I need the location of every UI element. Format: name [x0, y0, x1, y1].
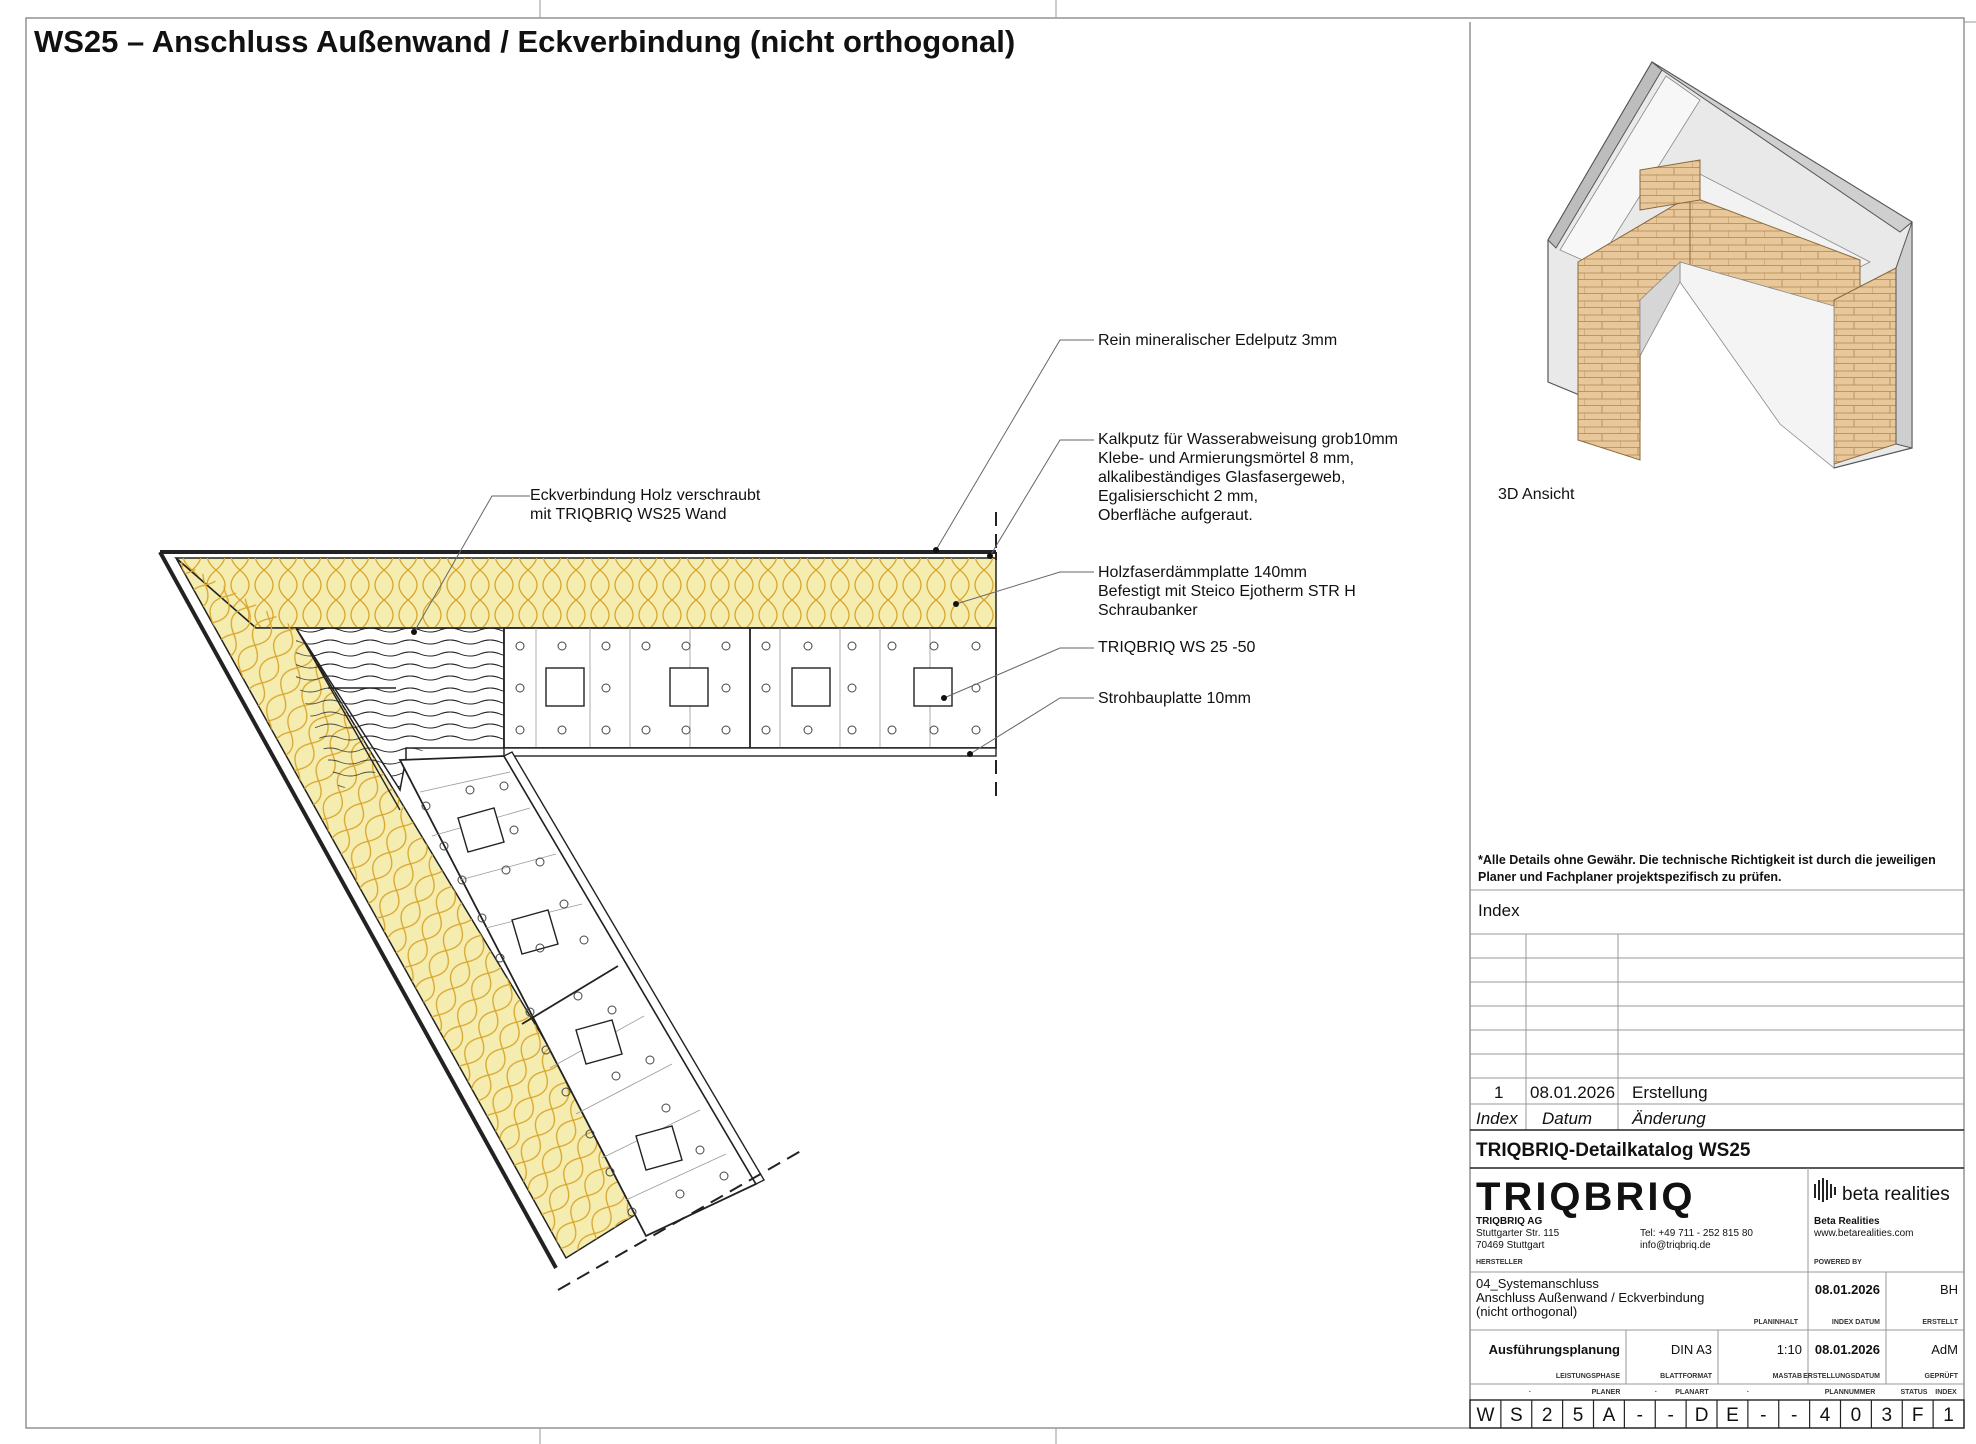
plan-code-char: 0 [1851, 1405, 1862, 1426]
svg-text:·: · [1747, 1389, 1749, 1396]
index-heading: Index [1478, 901, 1520, 920]
index-header-date: Datum [1542, 1109, 1592, 1128]
plan-index-date-label: INDEX DATUM [1832, 1319, 1880, 1326]
scale-value: 1:10 [1777, 1342, 1802, 1357]
format-label: BLATTFORMAT [1660, 1373, 1713, 1380]
plan-code-char: - [1791, 1405, 1797, 1426]
3d-view-label: 3D Ansicht [1498, 486, 1575, 503]
beta-realities-icon [1814, 1178, 1836, 1202]
plan-creator: BH [1940, 1282, 1958, 1297]
label-triqbriq: TRIQBRIQ WS 25 -50 [1098, 639, 1255, 656]
label-holzfaser-1: Holzfaserdämmplatte 140mm [1098, 564, 1307, 581]
manufacturer-street: Stuttgarter Str. 115 [1476, 1228, 1560, 1239]
plan-code-char: - [1668, 1405, 1674, 1426]
plan-inhalt-label: PLANINHALT [1754, 1319, 1799, 1326]
disclaimer-line-2: Planer und Fachplaner projektspezifisch … [1478, 870, 1782, 884]
plan-code-char: S [1510, 1405, 1523, 1426]
plan-code-char: 4 [1820, 1405, 1831, 1426]
label-eckverbindung-2: mit TRIQBRIQ WS25 Wand [530, 506, 726, 523]
index-row-text: Erstellung [1632, 1083, 1708, 1102]
catalog-title: TRIQBRIQ-Detailkatalog WS25 [1476, 1140, 1751, 1161]
powered-url: www.betarealities.com [1813, 1228, 1913, 1239]
manufacturer-city: 70469 Stuttgart [1476, 1240, 1545, 1251]
label-kalkputz-2: Klebe- und Armierungsmörtel 8 mm, [1098, 450, 1354, 467]
phase-value: Ausführungsplanung [1489, 1342, 1620, 1357]
triqbriq-logo: TRIQBRIQ [1476, 1175, 1696, 1219]
leader-dots [411, 547, 993, 757]
plan-code-char: 1 [1943, 1405, 1954, 1426]
plan-creator-label: ERSTELLT [1922, 1319, 1958, 1326]
creation-date: 08.01.2026 [1815, 1342, 1880, 1357]
label-kalkputz-4: Egalisierschicht 2 mm, [1098, 488, 1258, 505]
label-kalkputz-3: alkalibeständiges Glasfasergeweb, [1098, 469, 1345, 486]
svg-text:INDEX: INDEX [1935, 1389, 1957, 1396]
annotations: Rein mineralischer Edelputz 3mm Kalkputz… [530, 332, 1398, 707]
svg-text:PLANER: PLANER [1592, 1389, 1621, 1396]
wall-detail [158, 512, 997, 1291]
label-eckverbindung-1: Eckverbindung Holz verschraubt [530, 487, 761, 504]
plan-code-char: 3 [1882, 1405, 1893, 1426]
disclaimer-line-1: *Alle Details ohne Gewähr. Die technisch… [1478, 853, 1936, 867]
plan-code-char: 2 [1542, 1405, 1553, 1426]
plan-code-char: - [1760, 1405, 1766, 1426]
3d-view-illustration [1547, 61, 1913, 469]
manufacturer-role: HERSTELLER [1476, 1259, 1523, 1266]
code-labels: · PLANER · PLANART · PLANNUMMER STATUS I… [1529, 1389, 1957, 1396]
index-header-nr: Index [1476, 1109, 1518, 1128]
plan-code-char: E [1726, 1405, 1739, 1426]
format-value: DIN A3 [1671, 1342, 1712, 1357]
plan-code-char: F [1912, 1405, 1924, 1426]
checked-label: GEPRÜFT [1925, 1371, 1959, 1380]
checked-value: AdM [1931, 1342, 1958, 1357]
sheet-border [25, 17, 1965, 1429]
index-header-text: Änderung [1631, 1109, 1706, 1128]
plan-code-char: W [1476, 1405, 1494, 1426]
scale-label: MASTAB [1773, 1373, 1802, 1380]
plan-code-char: - [1637, 1405, 1643, 1426]
index-row-nr: 1 [1494, 1083, 1503, 1102]
svg-text:STATUS: STATUS [1901, 1389, 1928, 1396]
label-holzfaser-2: Befestigt mit Steico Ejotherm STR H [1098, 583, 1356, 600]
triqbriq-diagonal [398, 751, 765, 1238]
label-kalkputz-5: Oberfläche aufgeraut. [1098, 507, 1253, 524]
phase-label: LEISTUNGSPHASE [1556, 1373, 1621, 1380]
plan-code-char: D [1695, 1405, 1709, 1426]
svg-text:·: · [1655, 1389, 1657, 1396]
plan-line-3: (nicht orthogonal) [1476, 1304, 1577, 1319]
plan-code-char: A [1603, 1405, 1616, 1426]
powered-role: POWERED BY [1814, 1259, 1862, 1266]
svg-text:PLANNUMMER: PLANNUMMER [1825, 1389, 1876, 1396]
plan-line-1: 04_Systemanschluss [1476, 1276, 1599, 1291]
plan-index-date: 08.01.2026 [1815, 1282, 1880, 1297]
label-holzfaser-3: Schraubanker [1098, 602, 1198, 619]
powered-name: Beta Realities [1814, 1216, 1880, 1227]
triqbriq-horizontal [503, 627, 997, 749]
manufacturer-name: TRIQBRIQ AG [1476, 1216, 1543, 1227]
svg-text:PLANART: PLANART [1675, 1389, 1709, 1396]
plan-line-2: Anschluss Außenwand / Eckverbindung [1476, 1290, 1704, 1305]
manufacturer-mail: info@triqbriq.de [1640, 1240, 1711, 1251]
plan-code-char: 5 [1573, 1405, 1584, 1426]
svg-text:·: · [1529, 1389, 1531, 1396]
creation-date-label: ERSTELLUNGSDATUM [1803, 1373, 1880, 1380]
manufacturer-tel: Tel: +49 711 - 252 815 80 [1640, 1228, 1753, 1239]
index-row-date: 08.01.2026 [1530, 1083, 1615, 1102]
label-edelputz: Rein mineralischer Edelputz 3mm [1098, 332, 1337, 349]
leader-lines [413, 339, 1094, 755]
drawing-title: WS25 – Anschluss Außenwand / Eckverbindu… [34, 24, 1015, 59]
beta-realities-logo: beta realities [1842, 1184, 1950, 1205]
label-kalkputz-1: Kalkputz für Wasserabweisung grob10mm [1098, 431, 1398, 448]
label-stroh: Strohbauplatte 10mm [1098, 690, 1251, 707]
